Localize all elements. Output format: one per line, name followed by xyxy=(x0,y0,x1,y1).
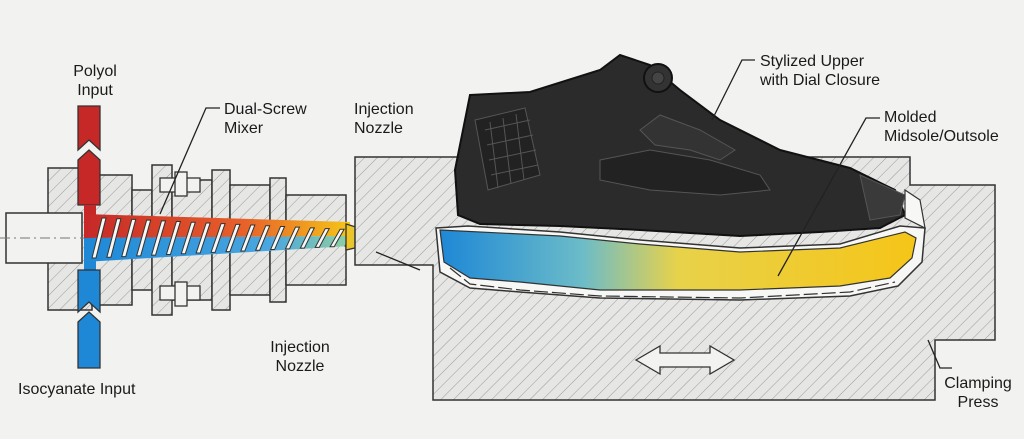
label-polyol-input: Polyol Input xyxy=(73,63,117,99)
label-injection-nozzle-bottom: Injection Nozzle xyxy=(270,339,330,375)
molded-midsole xyxy=(439,229,917,291)
isocyanate-inlet xyxy=(77,258,101,369)
label-molded-midsole: Molded Midsole/Outsole xyxy=(884,109,999,145)
screw-flight xyxy=(121,218,137,258)
screw-flight xyxy=(254,225,271,251)
polyol-inlet xyxy=(77,105,101,219)
screw-flight xyxy=(284,226,301,250)
leader-lines xyxy=(159,59,952,369)
screw-flight xyxy=(135,219,152,257)
screw-flight xyxy=(150,220,167,256)
screw-flight xyxy=(240,224,256,252)
label-clamping-press: Clamping Press xyxy=(944,375,1012,411)
screw-flight xyxy=(299,227,316,249)
screw-flight xyxy=(225,223,241,253)
isocyanate-flow-channel xyxy=(84,236,350,262)
label-injection-nozzle-top: Injection Nozzle xyxy=(354,101,414,137)
screw-flight xyxy=(106,218,122,258)
label-isocyanate-input: Isocyanate Input xyxy=(18,381,136,398)
screw-flight xyxy=(210,223,226,253)
screw-flight xyxy=(195,222,211,254)
label-stylized-upper: Stylized Upper with Dial Closure xyxy=(760,53,881,89)
screw-flight xyxy=(180,221,196,255)
screw-flight xyxy=(329,228,345,248)
shoe-upper xyxy=(453,53,907,238)
screw-flight xyxy=(165,221,182,255)
clamp-arrow xyxy=(634,344,736,376)
screw-flight xyxy=(314,228,331,248)
screw-flight xyxy=(269,225,286,251)
label-dual-screw-mixer: Dual-Screw Mixer xyxy=(224,101,307,137)
screw-flight xyxy=(91,217,107,259)
